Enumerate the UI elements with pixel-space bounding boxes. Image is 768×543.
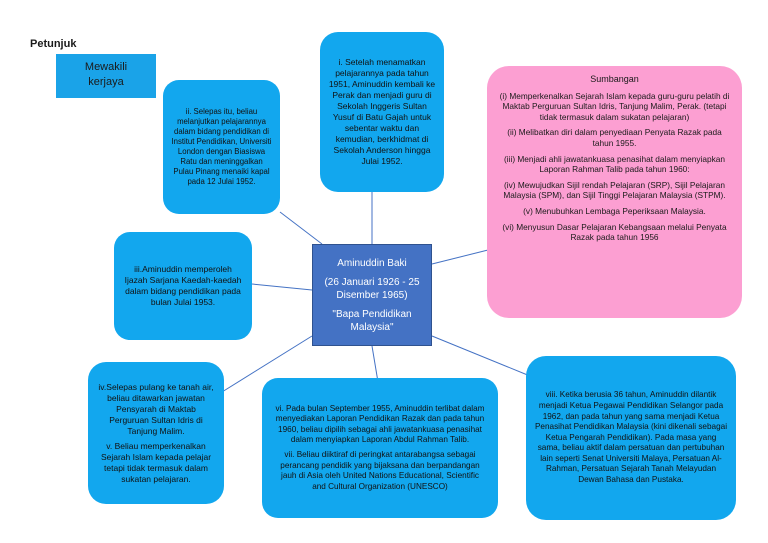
connector-n4 <box>221 335 313 393</box>
career-node-7-text: vii. Beliau diiktiraf di peringkat antar… <box>280 450 480 491</box>
legend-box-label-1: Mewakili <box>84 61 128 73</box>
central-name: Aminuddin Baki <box>337 257 407 269</box>
contribution-item: (vi) Menyusun Dasar Pelajaran Kebangsaan… <box>502 221 727 243</box>
career-node-3-text: iii.Aminuddin memperoleh Ijazah Sarjana … <box>124 264 242 307</box>
connector-n6 <box>371 345 379 383</box>
central-dates: (26 Januari 1926 - 25 Disember 1965) <box>324 276 420 301</box>
connector-contrib <box>431 249 489 265</box>
contributions-title: Sumbangan <box>590 74 639 84</box>
career-node-4: iv.Selepas pulang ke tanah air, beliau d… <box>88 362 224 504</box>
career-node-8-text: viii. Ketika berusia 36 tahun, Aminuddin… <box>534 390 728 485</box>
career-node-3: iii.Aminuddin memperoleh Ijazah Sarjana … <box>114 232 252 340</box>
career-node-1: i. Setelah menamatkan pelajarannya pada … <box>320 32 444 192</box>
connector-n3 <box>251 283 313 291</box>
career-node-6-text: vi. Pada bulan September 1955, Aminuddin… <box>275 403 485 445</box>
contribution-item: (iii) Menjadi ahli jawatankuasa penasiha… <box>504 153 725 175</box>
contribution-item: (iv) Mewujudkan Sijil rendah Pelajaran (… <box>503 179 726 201</box>
career-node-8: viii. Ketika berusia 36 tahun, Aminuddin… <box>526 356 736 520</box>
contribution-item: (v) Menubuhkan Lembaga Peperiksaan Malay… <box>523 205 706 216</box>
connector-n8 <box>431 335 531 377</box>
connector-n2 <box>279 211 323 245</box>
career-node-2-text: ii. Selepas itu, beliau melanjutkan pela… <box>171 107 272 186</box>
career-node-6: vi. Pada bulan September 1955, Aminuddin… <box>262 378 498 518</box>
contribution-item: (i) Memperkenalkan Sejarah Islam kepada … <box>499 90 730 122</box>
career-node-1-text: i. Setelah menamatkan pelajarannya pada … <box>328 57 436 166</box>
career-node-4-text: iv.Selepas pulang ke tanah air, beliau d… <box>98 381 214 436</box>
contributions-box: Sumbangan (i) Memperkenalkan Sejarah Isl… <box>487 66 742 318</box>
contribution-item: (ii) Melibatkan diri dalam penyediaan Pe… <box>507 127 722 148</box>
central-node: Aminuddin Baki (26 Januari 1926 - 25 Dis… <box>312 244 432 346</box>
legend-box-label-2: kerjaya <box>88 76 124 88</box>
career-node-2: ii. Selepas itu, beliau melanjutkan pela… <box>163 80 280 214</box>
legend-box-career: Mewakili kerjaya <box>56 54 156 98</box>
legend-title: Petunjuk <box>30 38 77 50</box>
central-title: "Bapa Pendidikan Malaysia" <box>332 308 412 333</box>
career-node-5-text: v. Beliau memperkenalkan Sejarah Islam k… <box>100 440 212 484</box>
